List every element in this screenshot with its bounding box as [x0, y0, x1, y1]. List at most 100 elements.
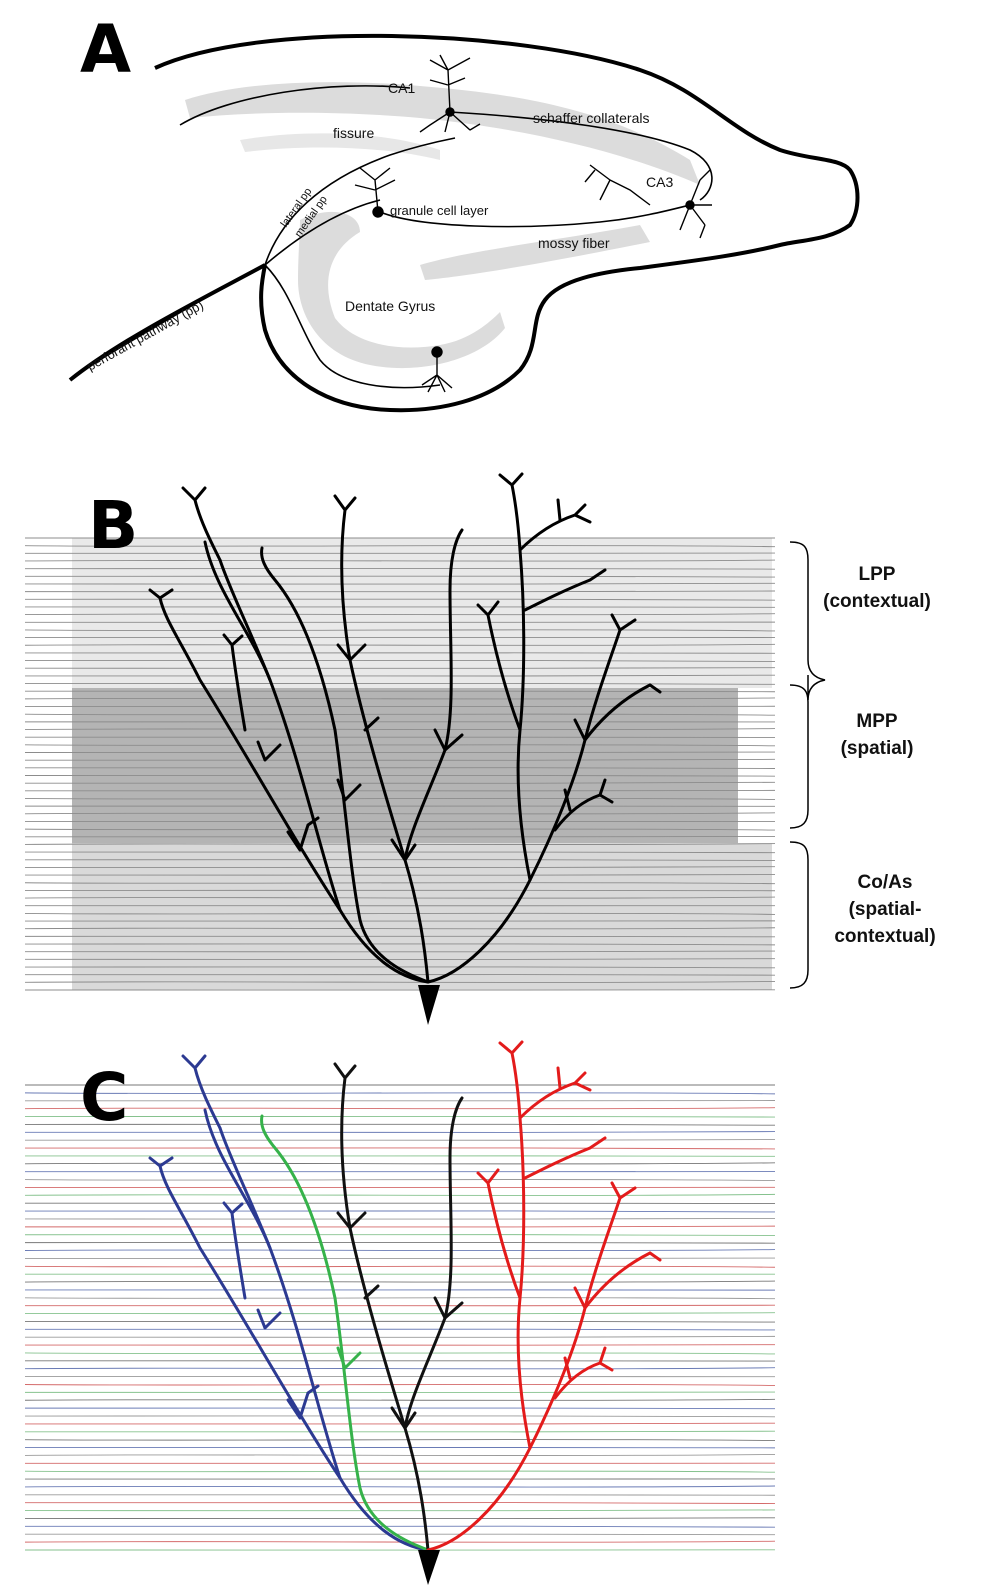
fiber-line [24, 974, 776, 976]
fiber-line [24, 1540, 776, 1543]
label-perforant-pathway: perforant pathway (pp) [84, 297, 206, 374]
layer-coas-desc-2: contextual) [834, 926, 935, 947]
fiber-line [24, 582, 776, 585]
dendrite-branch [553, 778, 614, 832]
fiber-line [24, 1533, 776, 1536]
fiber-line [24, 643, 776, 646]
fiber-line [24, 629, 776, 632]
dendrite-branch [403, 528, 464, 862]
ca1-neuron [419, 54, 481, 133]
fiber-line [24, 950, 776, 953]
fiber-line [24, 667, 776, 669]
fiber-line [24, 789, 776, 792]
soma-c [418, 1550, 440, 1585]
coas-band [72, 843, 772, 990]
layer-coas-desc: (spatial- [849, 899, 922, 920]
fiber-line [24, 1147, 776, 1150]
soma-b [418, 985, 440, 1025]
granule-dendrite-tree-c [148, 1040, 662, 1552]
dendrite-branch-blue [181, 1054, 222, 1130]
fiber-line [24, 797, 776, 800]
fiber-line [24, 767, 776, 769]
fiber-line [24, 1470, 776, 1473]
fiber-line [24, 1328, 776, 1331]
panel-label-a: A [80, 11, 131, 88]
dendrite-branch-red [476, 1168, 522, 1300]
dentate-neuron [421, 346, 453, 393]
fiber-line [24, 1485, 776, 1488]
label-schaffer-collaterals: schaffer collaterals [533, 110, 649, 126]
dendrite-branch [523, 568, 607, 612]
fiber-line [24, 1517, 776, 1520]
fiber-line [24, 1193, 776, 1196]
fiber-line [24, 690, 776, 693]
layer-lpp-desc: (contextual) [823, 591, 931, 612]
dendrite-branch-black [433, 1296, 464, 1320]
label-ca3: CA3 [646, 174, 673, 190]
dendrite-branch [218, 558, 430, 984]
fiber-line [24, 613, 776, 616]
fiber-line [24, 590, 776, 593]
fiber-line [24, 1367, 776, 1370]
fiber-line [24, 1297, 776, 1300]
fiber-line [24, 1453, 776, 1457]
ca3-layer [420, 225, 650, 280]
fiber-line [24, 1398, 776, 1401]
panel-label-b: B [88, 487, 138, 564]
fiber-line [24, 713, 776, 716]
fiber-line [24, 1225, 776, 1228]
dendrite-branch-blue [203, 1108, 272, 1250]
dendrite-branch-red [523, 1136, 607, 1180]
fiber-line [24, 1415, 776, 1418]
fiber-line [24, 1320, 776, 1323]
perforant-fibers-b [24, 537, 776, 991]
fiber-line [24, 559, 776, 562]
dendrite-branch [433, 728, 464, 752]
fiber-line [24, 1312, 776, 1315]
fiber-line [24, 912, 776, 915]
fiber-line [24, 1249, 776, 1252]
fiber-line [24, 682, 776, 685]
dendrite-branch-green [260, 1114, 430, 1552]
dendrite-branch [426, 613, 637, 984]
dendrite-branch-blue [256, 1308, 282, 1330]
brace-mpp [789, 684, 809, 829]
ca3-neuron [584, 164, 712, 239]
fiber-line [24, 1092, 776, 1095]
dendrite-branch [518, 498, 592, 552]
fiber-line [24, 1352, 776, 1355]
dendrite-branch [260, 546, 430, 984]
mpp-band [72, 688, 738, 843]
fiber-line [24, 1162, 776, 1165]
dendrite-branch [286, 816, 320, 852]
label-dentate-gyrus: Dentate Gyrus [345, 298, 435, 314]
fiber-line [24, 1304, 776, 1307]
dendrite-branch [336, 778, 362, 802]
fiber-line [24, 1509, 776, 1512]
dendrite-branch [390, 838, 417, 862]
dendrite-branch-red [518, 1066, 592, 1120]
fiber-line [24, 1422, 776, 1425]
dendrite-branch-blue [218, 1126, 430, 1552]
fiber-line [24, 1502, 776, 1505]
dendrite-branch [148, 588, 342, 912]
fiber-line [24, 1383, 776, 1386]
fiber-line [24, 1407, 776, 1410]
fiber-line [24, 859, 776, 861]
dendrite-branch [336, 643, 380, 732]
dendrite-branch-red [553, 1346, 614, 1400]
dendrite-branch-black [336, 1211, 380, 1300]
fiber-line [24, 866, 776, 868]
dendrite-branch-blue [222, 1201, 247, 1300]
fiber-line [24, 896, 776, 899]
fiber-line [24, 751, 776, 754]
panel-c: C [0, 1030, 993, 1585]
fiber-line [24, 1115, 776, 1118]
panel-b: B LPP (contextual) MPP (spatial) Co/As (… [0, 430, 993, 1030]
dendrite-branch [181, 486, 222, 562]
fiber-line [24, 851, 776, 854]
label-granule-cell-layer: granule cell layer [390, 203, 489, 218]
fiber-line [24, 1344, 776, 1346]
dendrite-branch-black [403, 1096, 464, 1430]
fiber-line [24, 728, 776, 731]
